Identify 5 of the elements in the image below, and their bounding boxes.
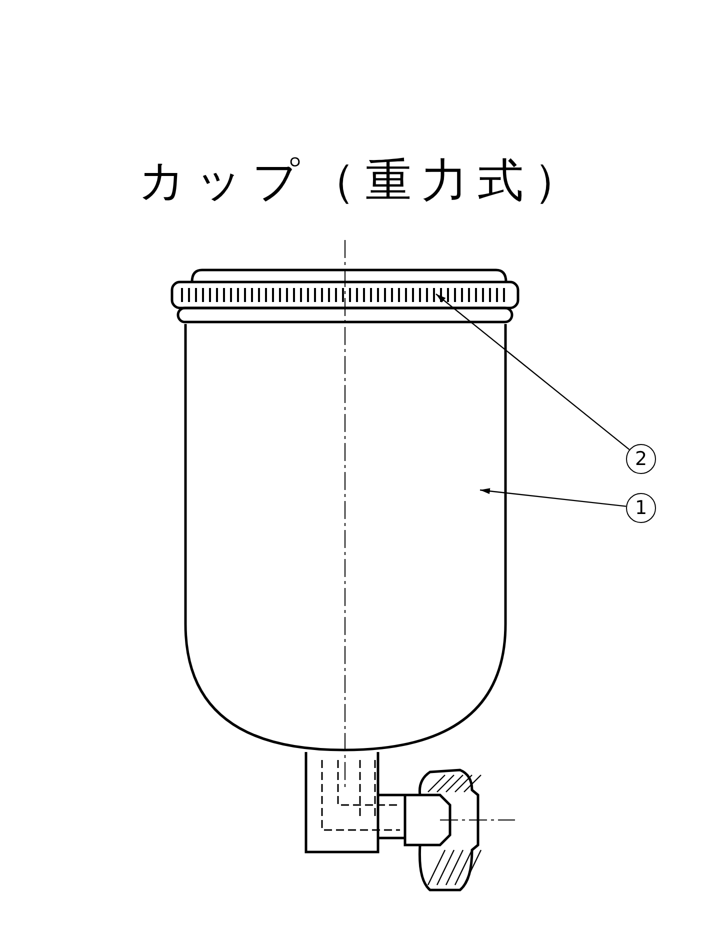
title: カップ（重力式） xyxy=(138,152,590,209)
callout-number: 1 xyxy=(626,493,656,523)
leader-line xyxy=(480,488,626,507)
callout-number: 2 xyxy=(626,444,656,474)
leader-line xyxy=(436,294,630,450)
